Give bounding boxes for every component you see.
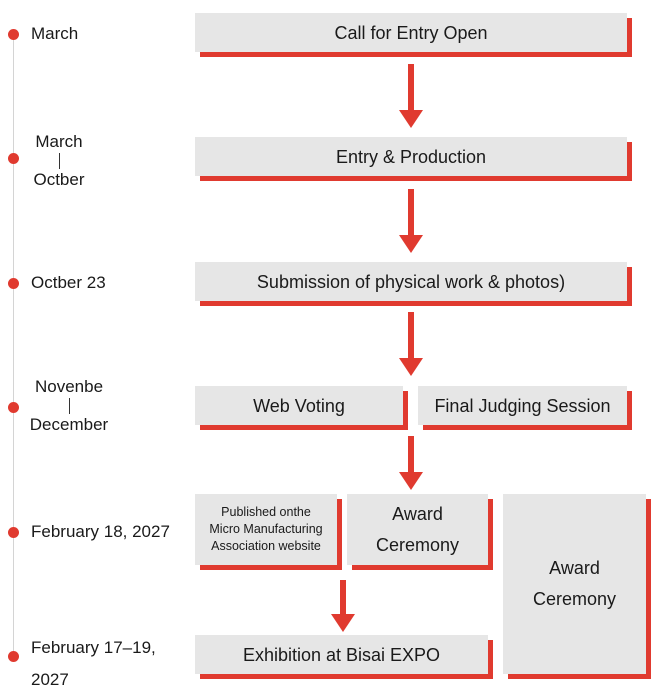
step-final-judging-label: Final Judging Session [434, 395, 611, 416]
step-call-for-entry-label: Call for Entry Open [334, 22, 488, 43]
timeline-label-november-december-start: Novenbe [34, 377, 104, 396]
timeline-label-february-17-19: February 17–19, 2027 [31, 632, 156, 696]
arrow-down-icon [399, 189, 423, 253]
timeline-label-march-october-start: March [35, 132, 83, 151]
step-web-voting: Web Voting [195, 386, 403, 425]
published-line-1: Published onthe [221, 505, 311, 519]
timeline-dot-november-december [8, 402, 19, 413]
step-call-for-entry: Call for Entry Open [195, 13, 627, 52]
step-submission: Submission of physical work & photos) [195, 262, 627, 301]
timeline-label-march: March [31, 24, 79, 43]
timeline-label-november-december-end: December [29, 415, 109, 434]
step-entry-production-label: Entry & Production [335, 146, 487, 167]
timeline-dot-march-october [8, 153, 19, 164]
timeline-line [13, 34, 14, 660]
timeline-label-february-18: February 18, 2027 [31, 522, 170, 541]
timeline-label-november-december: Novenbe December [28, 376, 110, 436]
step-exhibition: Exhibition at Bisai EXPO [195, 635, 488, 674]
timeline-label-february-17-19-line2: 2027 [31, 670, 69, 689]
award-large-line-2: Ceremony [532, 589, 617, 609]
arrow-down-icon [331, 580, 355, 632]
timeline-dot-february-18 [8, 527, 19, 538]
arrow-down-icon [399, 312, 423, 376]
arrow-down-icon [399, 64, 423, 128]
timeline-dot-october-23 [8, 278, 19, 289]
step-entry-production: Entry & Production [195, 137, 627, 176]
step-award-ceremony-small-label: Award Ceremony [376, 499, 459, 561]
timeline-label-october-23: Octber 23 [31, 273, 106, 292]
step-published-website: Published onthe Micro Manufacturing Asso… [195, 494, 337, 565]
step-award-ceremony-large: Award Ceremony [503, 494, 646, 674]
published-line-2: Micro Manufacturing [209, 522, 323, 536]
timeline-dot-february-17-19 [8, 651, 19, 662]
timeline-label-march-october-end: Octber [33, 170, 85, 189]
step-final-judging: Final Judging Session [418, 386, 627, 425]
timeline-range-separator [58, 153, 60, 169]
step-published-website-label: Published onthe Micro Manufacturing Asso… [209, 504, 322, 555]
step-submission-label: Submission of physical work & photos) [256, 271, 566, 292]
timeline-range-separator [68, 398, 70, 414]
award-small-line-1: Award [392, 503, 443, 524]
step-award-ceremony-large-label: Award Ceremony [533, 553, 616, 615]
step-web-voting-label: Web Voting [253, 395, 345, 416]
arrow-down-icon [399, 436, 423, 490]
published-line-3: Association website [211, 539, 321, 553]
step-award-ceremony-small: Award Ceremony [347, 494, 488, 565]
timeline-dot-march [8, 29, 19, 40]
step-exhibition-label: Exhibition at Bisai EXPO [242, 644, 441, 665]
timeline-label-march-october: March Octber [29, 131, 89, 191]
award-small-line-2: Ceremony [375, 534, 460, 555]
timeline-label-february-17-19-line1: February 17–19, [31, 638, 156, 657]
award-large-line-1: Award [549, 558, 600, 578]
